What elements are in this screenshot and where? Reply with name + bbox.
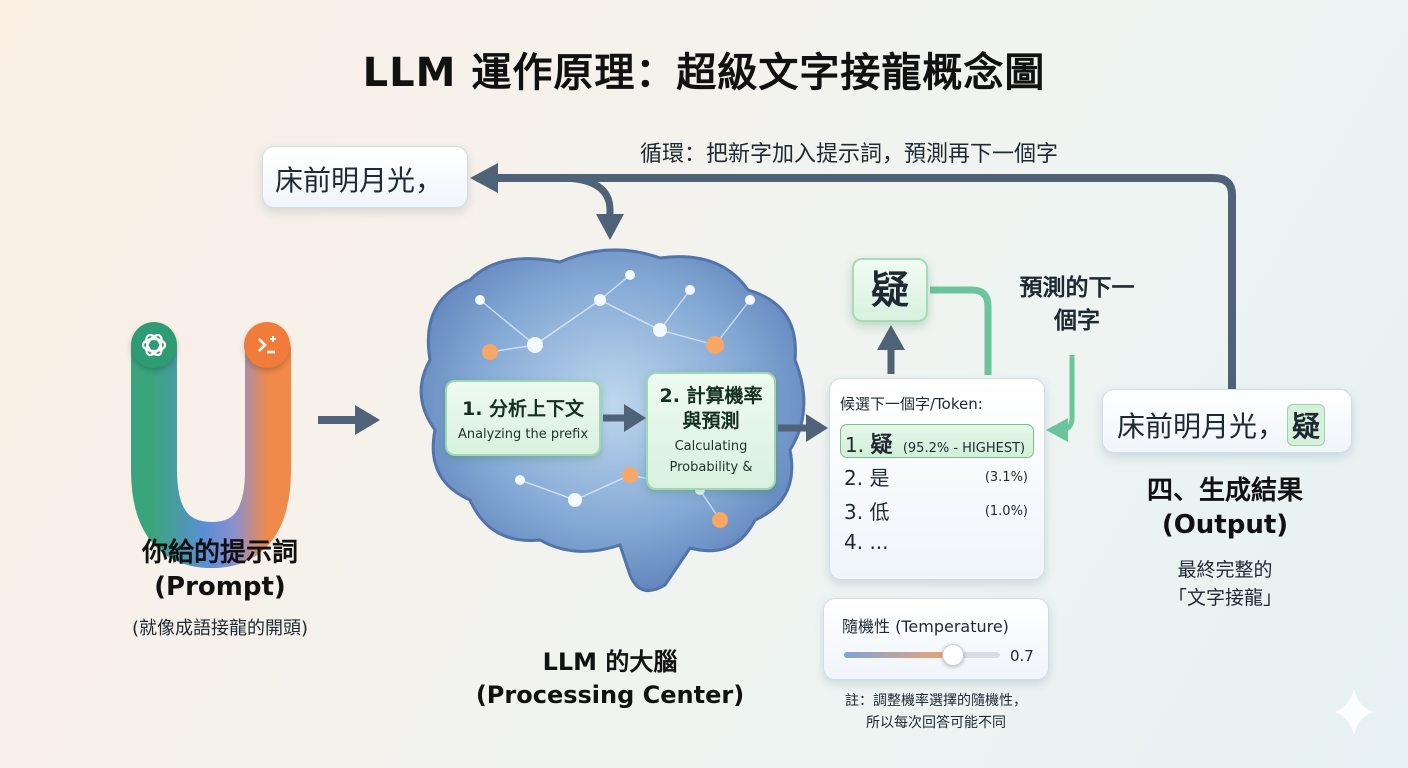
predicted-label-line2: 個字 [1054, 308, 1100, 334]
candidate-token: 是 [869, 466, 890, 490]
prompt-title-line1: 你給的提示詞 [141, 538, 298, 568]
sparkle-icon [1334, 688, 1374, 736]
candidate-row: 4. ... [840, 530, 1034, 564]
candidate-rank: 4. [844, 530, 864, 554]
prompt-text-card: 床前明月光， [262, 146, 468, 208]
prompt-title-line2: (Prompt) [154, 572, 286, 602]
temperature-slider-fill [844, 652, 954, 658]
output-sub-line2: 「文字接龍」 [1167, 587, 1282, 609]
loop-label: 循環：把新字加入提示詞，預測再下一個字 [640, 142, 1059, 167]
step2-to-candidates-arrowhead [806, 414, 828, 442]
candidate-rank: 2. [844, 466, 864, 490]
candidate-token: 低 [869, 500, 890, 524]
predicted-token-label: 預測的下一 個字 [985, 272, 1169, 338]
predicted-token-card: 疑 [852, 258, 928, 322]
output-section-subtitle: 最終完整的 「文字接龍」 [1100, 556, 1350, 612]
step-calculate-probability: 2. 計算機率 與預測 Calculating Probability & [646, 372, 776, 490]
step1-to-step2-arrowhead [624, 404, 646, 432]
step2-heading-line1: 2. 計算機率 [659, 385, 763, 407]
candidate-probability: (3.1%) [984, 470, 1028, 485]
step2-sub-line1: Calculating [674, 439, 748, 454]
output-title-line2: (Output) [1161, 510, 1289, 540]
temperature-title: 隨機性 (Temperature) [842, 617, 1009, 636]
terminal-prompt-icon [244, 322, 290, 368]
step2-sub-line2: Probability & [669, 460, 753, 475]
output-text: 床前明月光， [1117, 410, 1286, 443]
candidate-row: 3. 低 (1.0%) [840, 496, 1034, 530]
candidate-tokens-card: 候選下一個字/Token: 1. 疑 (95.2% - HIGHEST) 2. … [829, 378, 1045, 580]
openai-logo-icon [131, 322, 177, 368]
loop-down-arrow [559, 174, 614, 222]
step1-heading: 1. 分析上下文 [461, 398, 585, 420]
candidate-probability: (95.2% - HIGHEST) [902, 441, 1026, 456]
predicted-label-line1: 預測的下一 [1019, 275, 1135, 301]
page-title: LLM 運作原理：超級文字接龍概念圖 [362, 50, 1046, 96]
candidate-token: 疑 [870, 433, 893, 458]
candidates-title: 候選下一個字/Token: [840, 395, 983, 413]
temperature-value: 0.7 [1010, 647, 1034, 665]
output-text-card: 床前明月光，疑 [1102, 389, 1352, 453]
temperature-slider[interactable] [844, 644, 1000, 666]
step-analyze-context: 1. 分析上下文 Analyzing the prefix [445, 380, 601, 456]
loop-arrowhead-left [470, 163, 498, 193]
token-to-output-arrow [930, 286, 992, 375]
candidate-row: 2. 是 (3.1%) [840, 462, 1034, 496]
output-title-line1: 四、生成結果 [1146, 476, 1303, 506]
note-line1: 註：調整機率選擇的隨機性， [845, 693, 1027, 709]
temperature-card: 隨機性 (Temperature) 0.7 [823, 598, 1049, 680]
candidate-probability: (1.0%) [984, 504, 1028, 519]
prompt-section-subtitle: (就像成語接龍的開頭) [131, 618, 309, 639]
output-token: 疑 [1287, 404, 1326, 446]
prompt-section-title: 你給的提示詞 (Prompt) [80, 536, 360, 604]
loop-arrow [491, 174, 1236, 393]
prompt-u-shape [131, 327, 291, 569]
candidate-row: 1. 疑 (95.2% - HIGHEST) [840, 424, 1034, 458]
step2-heading-line2: 與預測 [682, 410, 740, 432]
output-sub-line1: 最終完整的 [1177, 559, 1273, 581]
candidate-rank: 3. [844, 500, 864, 524]
brain-title-line1: LLM 的大腦 [542, 648, 678, 676]
candidate-token: ... [869, 530, 889, 554]
temperature-slider-knob[interactable] [942, 644, 965, 666]
candidates-to-token-arrowhead [877, 325, 905, 350]
prompt-to-brain-arrowhead [355, 405, 380, 435]
candidate-rank: 1. [845, 433, 865, 457]
brain-title-line2: (Processing Center) [475, 681, 745, 709]
brain-section-title: LLM 的大腦 (Processing Center) [440, 646, 780, 712]
temperature-note: 註：調整機率選擇的隨機性， 所以每次回答可能不同 [805, 690, 1067, 734]
loop-arrowhead-down [596, 214, 624, 240]
output-section-title: 四、生成結果 (Output) [1100, 474, 1350, 542]
step1-subtitle: Analyzing the prefix [457, 427, 589, 442]
note-line2: 所以每次回答可能不同 [866, 715, 1006, 731]
